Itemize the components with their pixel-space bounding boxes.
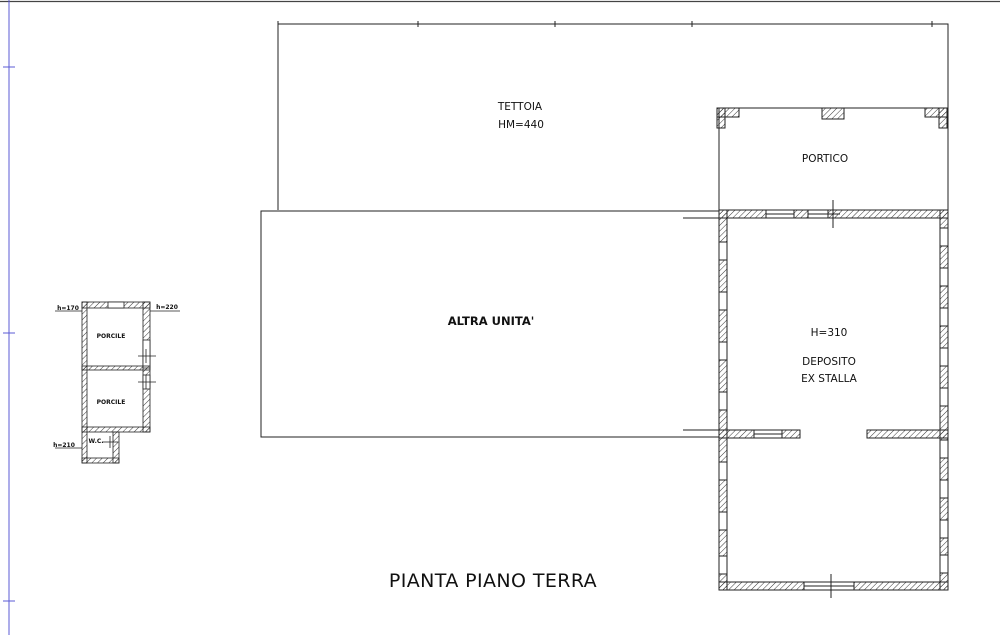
deposito-height-label: H=310 <box>811 327 848 339</box>
annex-height-wc-label: h=210 <box>53 442 75 449</box>
tettoia-height-label: HM=440 <box>498 119 544 131</box>
annex-walls <box>55 301 180 464</box>
tettoia-label: TETTOIA <box>497 101 543 113</box>
drawing-title: PIANTA PIANO TERRA <box>389 570 597 592</box>
annex-height-left-label: h=170 <box>57 305 79 312</box>
deposito-label: DEPOSITO <box>802 356 856 368</box>
ex-stalla-label: EX STALLA <box>801 373 858 385</box>
porcile-1-label: PORCILE <box>97 333 126 340</box>
annex-height-right-label: h=220 <box>156 304 178 311</box>
portico-label: PORTICO <box>802 153 848 165</box>
deposito-walls <box>718 200 949 598</box>
left-ruler <box>3 0 15 635</box>
porcile-2-label: PORCILE <box>97 399 126 406</box>
altra-unita-label: ALTRA UNITA' <box>448 314 535 328</box>
portico-outline <box>716 107 949 212</box>
wc-label: W.C. <box>88 438 103 445</box>
tettoia-outline <box>277 21 949 210</box>
